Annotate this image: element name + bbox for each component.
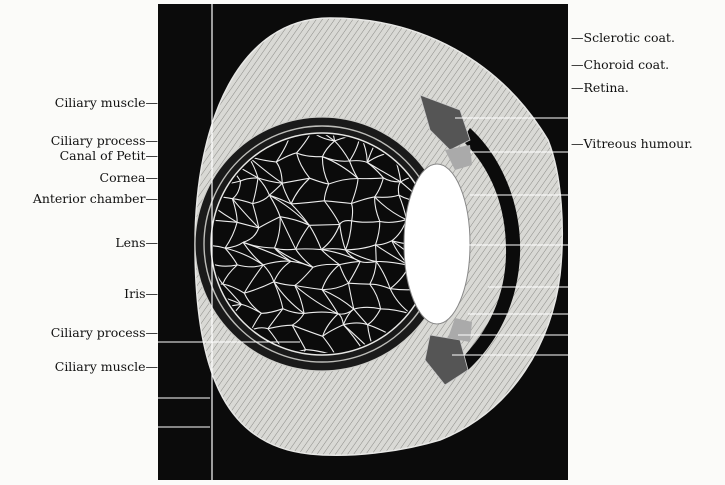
label-lens: Lens— — [115, 236, 158, 250]
label-cornea: Cornea— — [100, 171, 158, 185]
label-vitreous-humour: —Vitreous humour. — [571, 137, 693, 151]
label-ciliary-process-lower: Ciliary process— — [51, 326, 158, 340]
label-sclerotic-coat: —Sclerotic coat. — [571, 31, 675, 45]
label-ciliary-process-upper: Ciliary process— — [51, 134, 158, 148]
network-strand — [376, 245, 377, 262]
lens-shape — [404, 164, 470, 324]
label-ciliary-muscle-upper: Ciliary muscle— — [55, 96, 158, 110]
label-canal-of-petit: Canal of Petit— — [60, 149, 158, 163]
label-iris: Iris— — [124, 287, 158, 301]
label-retina: —Retina. — [571, 81, 629, 95]
label-anterior-chamber: Anterior chamber— — [33, 192, 158, 206]
label-choroid-coat: —Choroid coat. — [571, 58, 669, 72]
label-ciliary-muscle-lower: Ciliary muscle— — [55, 360, 158, 374]
